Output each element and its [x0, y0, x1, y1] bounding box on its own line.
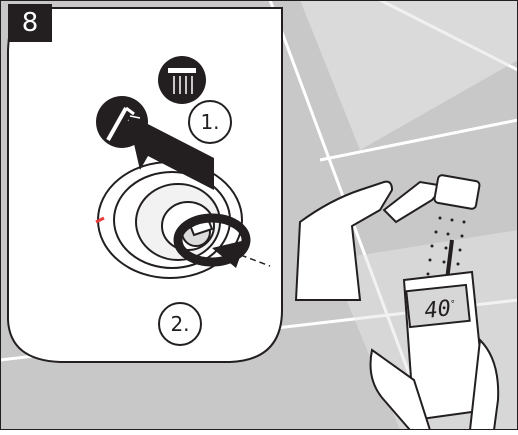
thermometer-display: 40°	[411, 287, 468, 324]
temperature-value: 40	[423, 296, 452, 324]
overhead-shower-icon	[158, 56, 206, 104]
temperature-unit: °	[450, 299, 456, 310]
step-number-badge: 8	[8, 4, 52, 42]
callout-step-2: 2.	[158, 302, 202, 346]
callout-step-1: 1.	[188, 100, 232, 144]
